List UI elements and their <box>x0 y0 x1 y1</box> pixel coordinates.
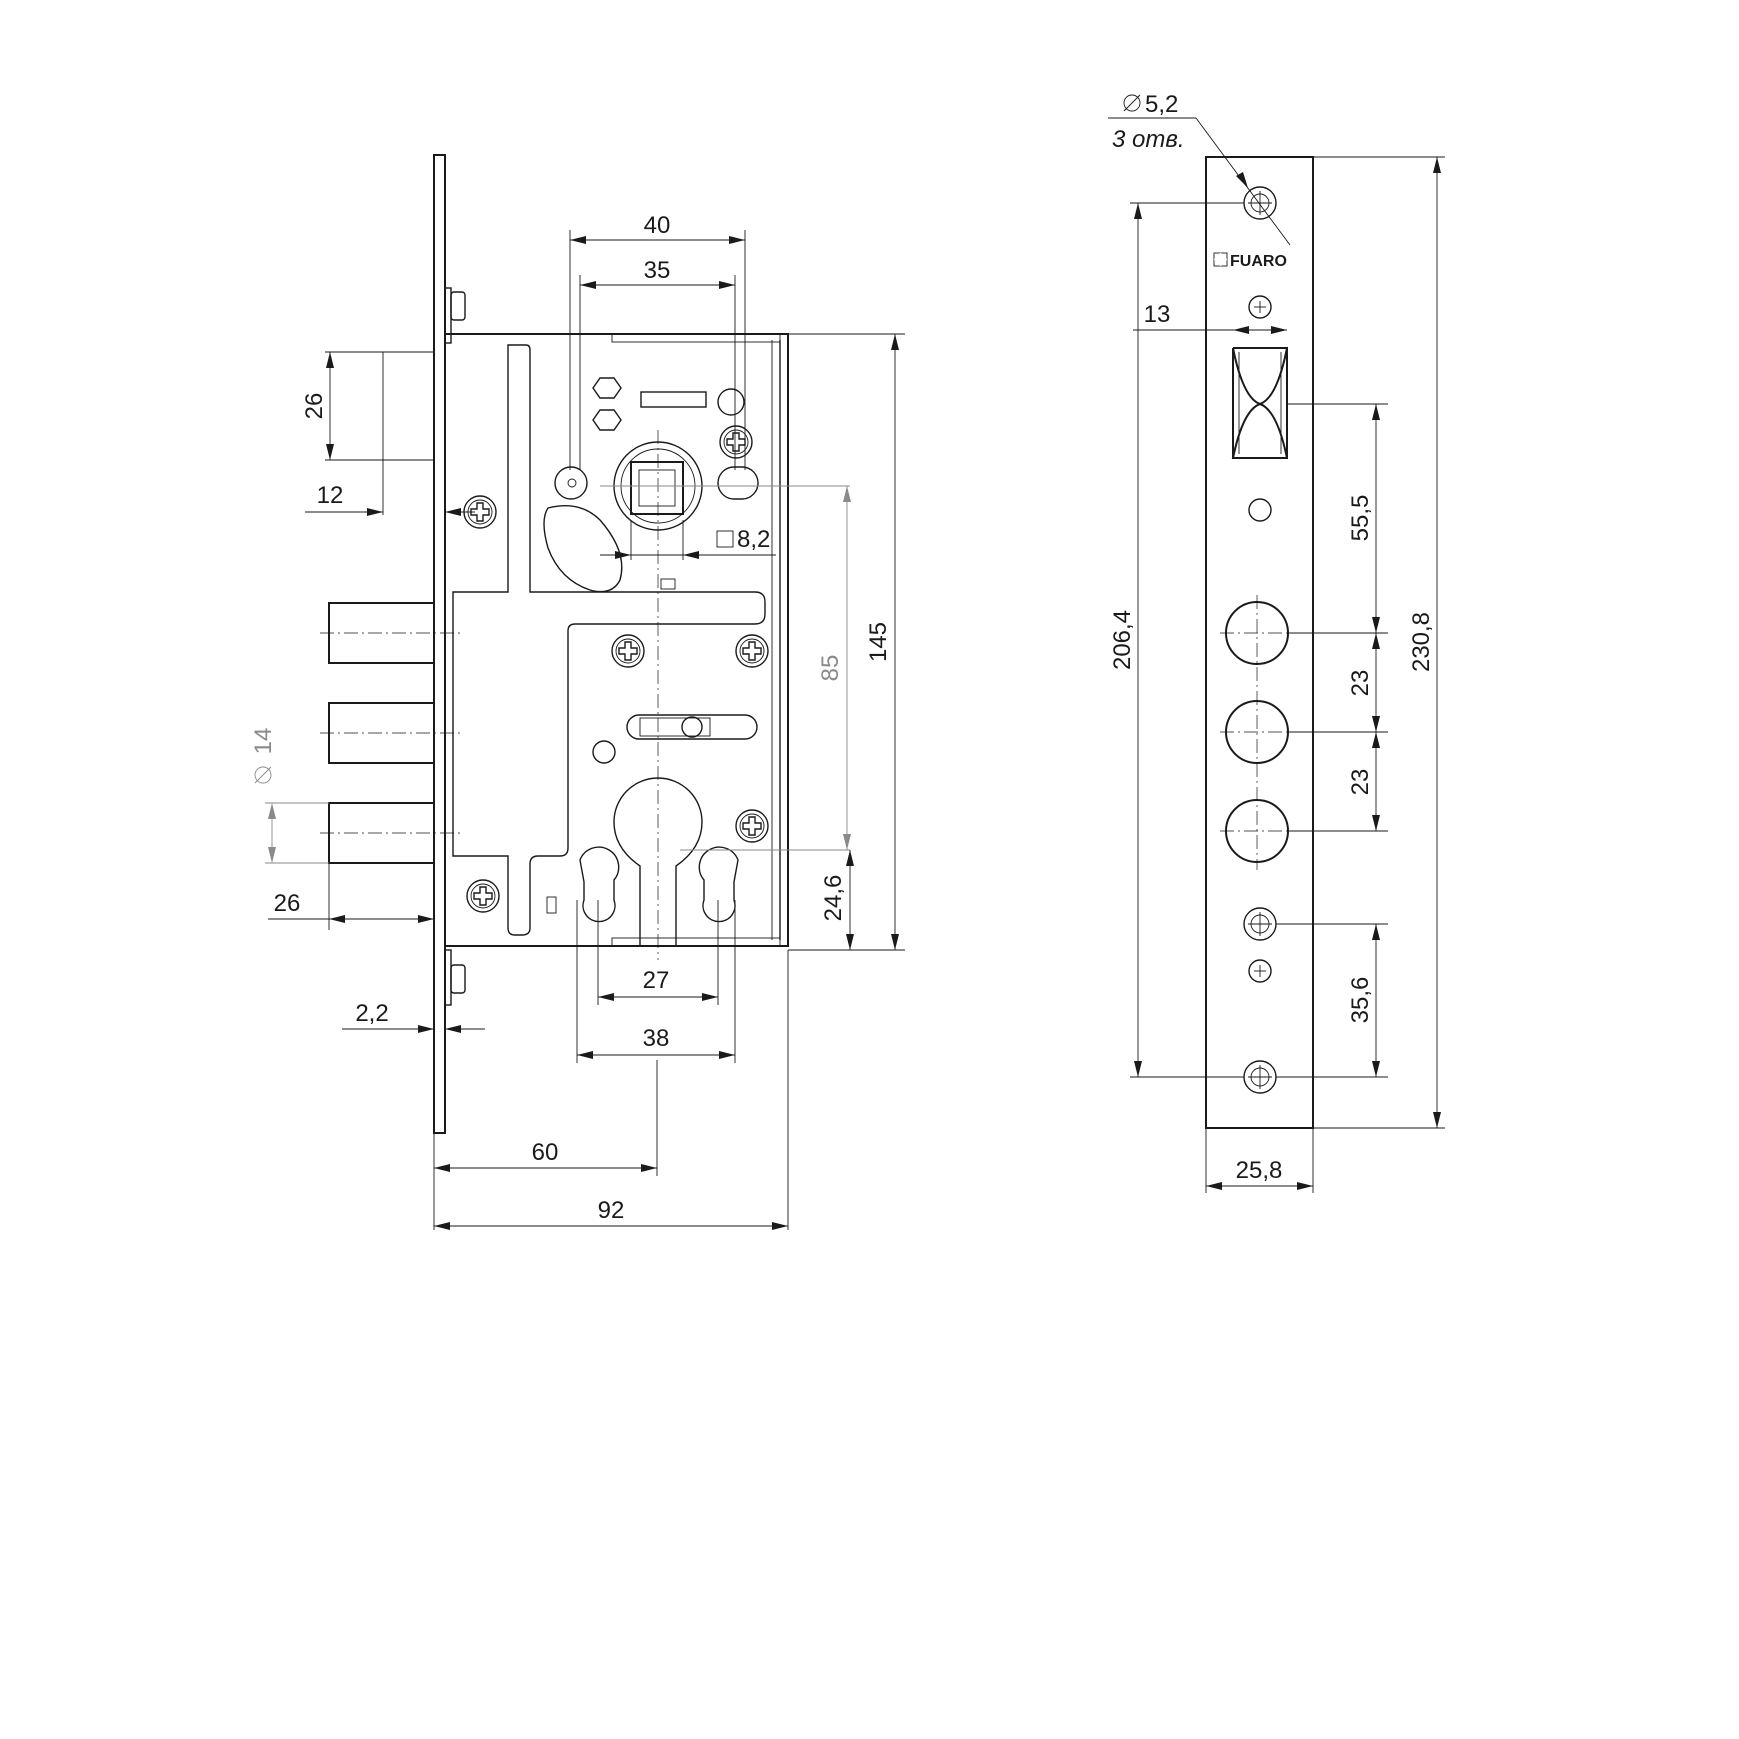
dim-12: 12 <box>317 482 344 509</box>
dim-230-8: 230,8 <box>1408 612 1435 672</box>
screw-icon <box>466 879 500 913</box>
hex-nut <box>592 377 622 399</box>
dim-5-2: 5,2 <box>1145 91 1178 118</box>
faceplate-view: FUARO <box>1108 91 1445 1193</box>
dim-2-2: 2,2 <box>355 1000 388 1027</box>
dim-35: 35 <box>644 257 671 284</box>
dim-8-2: 8,2 <box>737 526 770 553</box>
dim-13: 13 <box>1144 301 1171 328</box>
faceplate-strip <box>1205 156 1314 1129</box>
dim-23-1: 23 <box>1347 670 1374 697</box>
dim-35-6: 35,6 <box>1347 977 1374 1024</box>
dim-60: 60 <box>532 1139 559 1166</box>
dim-40: 40 <box>644 212 671 239</box>
dim-23-2: 23 <box>1347 769 1374 796</box>
screw-icon <box>735 809 769 843</box>
faceplate <box>433 154 446 1134</box>
dim-24-6: 24,6 <box>820 875 847 922</box>
diameter-icon <box>254 766 272 784</box>
dim-27: 27 <box>643 967 670 994</box>
dim-92: 92 <box>598 1197 625 1224</box>
dim-26-top: 26 <box>301 393 328 420</box>
brand-text: FUARO <box>1230 253 1287 270</box>
screw-icon <box>735 634 769 668</box>
square-icon <box>716 530 734 548</box>
dim-26-bottom: 26 <box>274 890 301 917</box>
cylinder-screw-lobe <box>579 846 620 923</box>
front-view: 40 35 26 12 8,2 85 <box>250 154 905 1230</box>
dim-25-8: 25,8 <box>1236 1157 1283 1184</box>
bolt-slot <box>626 714 758 740</box>
hole-count: 3 отв. <box>1112 126 1185 153</box>
dim-38: 38 <box>643 1025 670 1052</box>
dim-14: 14 <box>250 728 277 755</box>
kidney-slot <box>543 505 623 593</box>
lock-lever <box>452 344 766 936</box>
dim-85: 85 <box>817 655 844 682</box>
brand-logo: FUARO <box>1213 252 1287 270</box>
dim-145: 145 <box>865 622 892 662</box>
screw-icon <box>611 634 645 668</box>
spindle-square <box>630 461 684 515</box>
latch-bolt <box>1231 347 1288 459</box>
dim-55-5: 55,5 <box>1347 495 1374 542</box>
diameter-icon <box>1123 94 1141 112</box>
screw-icon <box>719 425 753 459</box>
dim-206-4: 206,4 <box>1109 610 1136 670</box>
cylinder-screw-lobe <box>698 846 739 923</box>
hex-nut <box>592 409 622 431</box>
